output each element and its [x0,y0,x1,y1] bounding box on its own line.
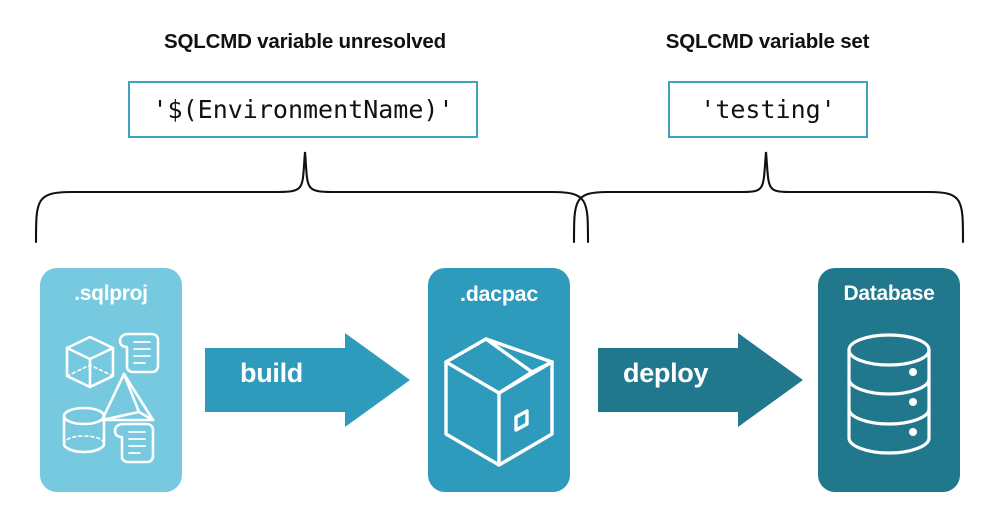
process-arrow-build [205,333,410,427]
package-box-icon [444,337,554,467]
artifact-card-database-label: Database [843,282,935,305]
heading-sqlcmd-variable-set: SQLCMD variable set [665,30,870,53]
pyramid-icon [100,372,155,422]
cylinder-icon [62,406,106,454]
artifact-card-dacpac: .dacpac [428,268,570,492]
database-cylinder-icon [847,333,931,455]
process-arrow-deploy [598,333,803,427]
project-shapes-icon [62,332,160,464]
scroll-icon [118,332,160,374]
process-arrow-build-label: build [240,358,303,388]
scroll-icon [113,422,155,464]
artifact-card-sqlproj-label: .sqlproj [74,282,148,305]
artifact-card-dacpac-label: .dacpac [460,282,538,306]
process-arrow-deploy-label: deploy [623,358,709,388]
heading-sqlcmd-variable-unresolved: SQLCMD variable unresolved [164,30,446,53]
artifact-card-sqlproj: .sqlproj [40,268,182,492]
code-value-box-unresolved: '$(EnvironmentName)' [128,81,478,138]
code-value-box-set: 'testing' [668,81,868,138]
artifact-card-database: Database [818,268,960,492]
brace-right [572,151,965,244]
cube-icon [65,335,115,389]
brace-left [34,151,590,244]
